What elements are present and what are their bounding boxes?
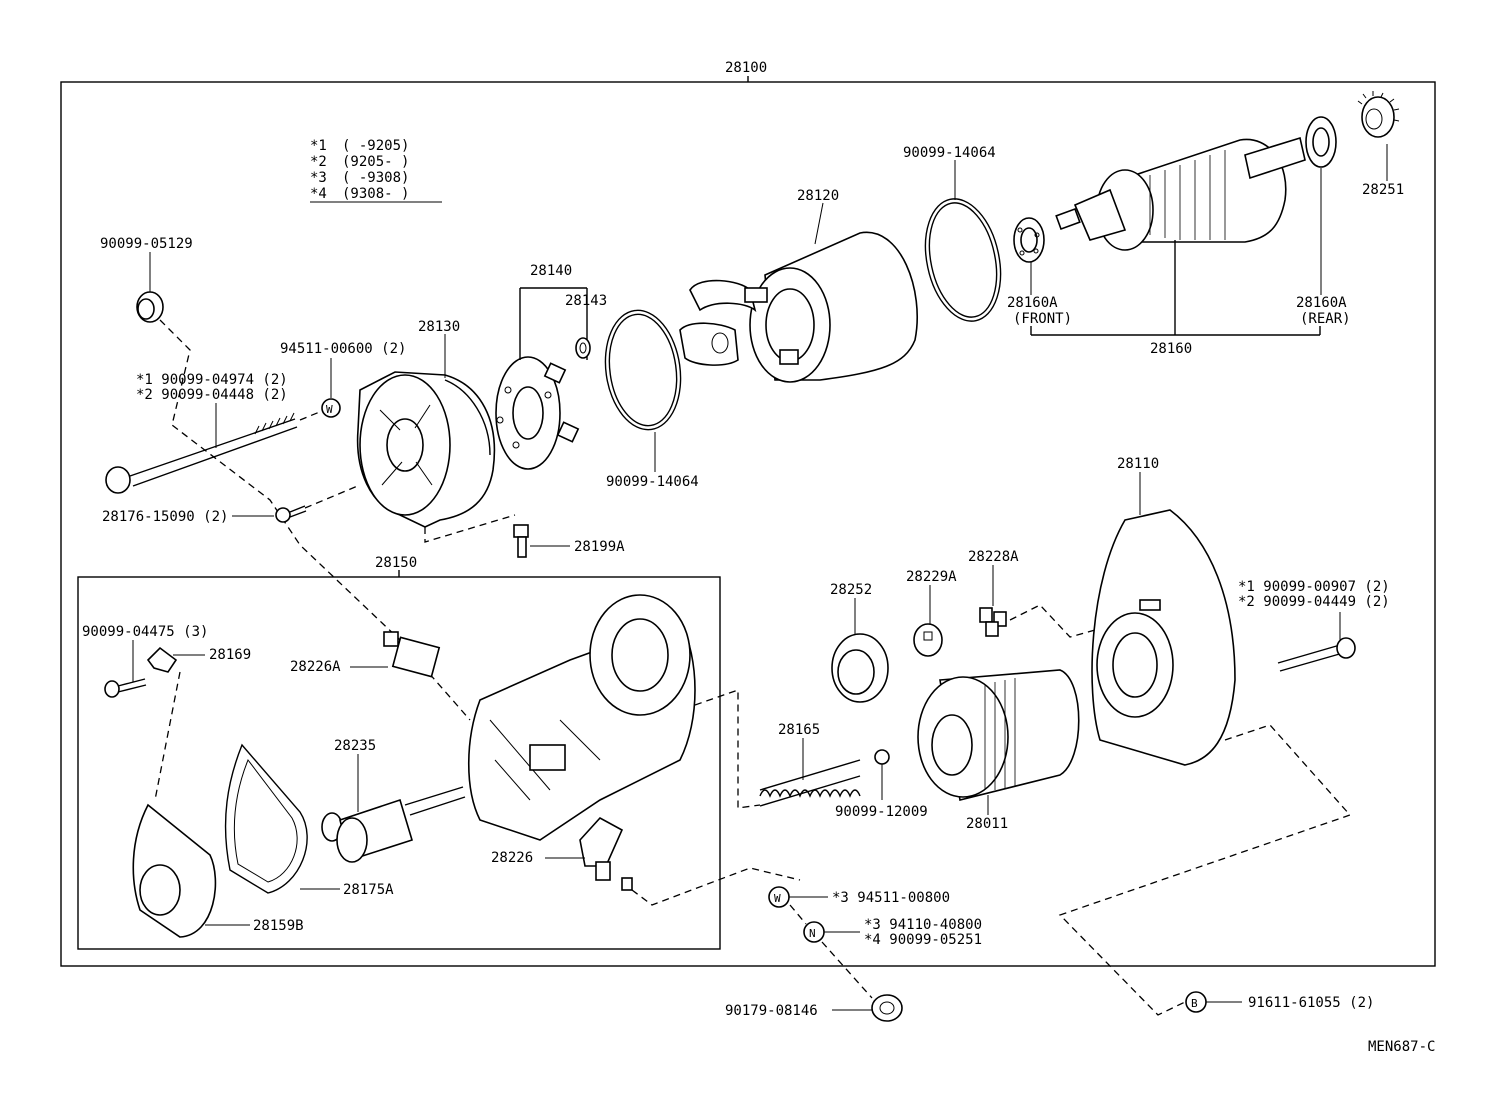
o-ring-90099-14064-right (924, 198, 1002, 322)
legend-range-1: ( -9205) (342, 138, 409, 154)
label-90099-14064-left: 90099-14064 (606, 474, 699, 490)
label-28143: 28143 (565, 293, 607, 309)
retainer-28229a (913, 623, 943, 657)
label-90099-04449: *2 90099-04449 (2) (1238, 594, 1390, 610)
nut-n-letter: N (809, 927, 816, 940)
label-90099-04448: *2 90099-04448 (2) (136, 387, 288, 403)
label-28160a-front: 28160A (1007, 295, 1058, 311)
label-28130: 28130 (418, 319, 460, 335)
rollers-28228a (979, 607, 1007, 637)
label-90099-14064-right: 90099-14064 (903, 145, 996, 161)
label-90099-04974: *1 90099-04974 (2) (136, 372, 288, 388)
armature-28160 (1055, 136, 1306, 251)
legend-mark-3: *3 (310, 170, 327, 186)
bolt-90099-00907 (1277, 637, 1356, 672)
label-90099-04475: 90099-04475 (3) (82, 624, 208, 640)
label-90099-05129: 90099-05129 (100, 236, 193, 252)
brush-holder-28140 (495, 356, 580, 470)
part-labels: 28100 90099-05129 28130 94511-00600 (2) … (82, 60, 1435, 1055)
label-28160a-rear: 28160A (1296, 295, 1347, 311)
screw-28176 (275, 505, 307, 523)
label-front: (FRONT) (1013, 311, 1072, 327)
lead-28199a (513, 524, 529, 558)
label-28160: 28160 (1150, 341, 1192, 357)
field-yoke-28120 (679, 231, 919, 383)
spring-28143 (575, 337, 591, 359)
label-28175a: 28175A (343, 882, 394, 898)
bolt-90099-04475 (104, 678, 147, 698)
label-90099-05251: *4 90099-05251 (864, 932, 982, 948)
label-90179-08146: 90179-08146 (725, 1003, 818, 1019)
label-rear: (REAR) (1300, 311, 1351, 327)
legend-range-4: (9308- ) (342, 186, 409, 202)
label-94511-00600: 94511-00600 (2) (280, 341, 406, 357)
end-frame-28130 (356, 371, 496, 528)
cover-28159b (132, 803, 217, 938)
label-28199a: 28199A (574, 539, 625, 555)
label-28169: 28169 (209, 647, 251, 663)
bearing-rear-28160a (1305, 116, 1337, 168)
label-28226: 28226 (491, 850, 533, 866)
magnetic-switch-housing-28150 (467, 594, 696, 841)
label-94511-00800: *3 94511-00800 (832, 890, 950, 906)
label-28176-15090: 28176-15090 (2) (102, 509, 228, 525)
label-28150: 28150 (375, 555, 417, 571)
label-94110-40800: *3 94110-40800 (864, 917, 982, 933)
through-bolt (105, 412, 298, 494)
legend-range-3: ( -9308) (342, 170, 409, 186)
label-28140: 28140 (530, 263, 572, 279)
label-28251: 28251 (1362, 182, 1404, 198)
ball-90099-12009 (874, 749, 890, 765)
legend-mark-4: *4 (310, 186, 327, 202)
spring-28165 (759, 759, 861, 807)
legend-block: *1 ( -9205) *2 (9205- ) *3 ( -9308) *4 (… (310, 138, 442, 203)
terminal-28226 (579, 816, 633, 891)
label-28011: 28011 (966, 816, 1008, 832)
label-28228a: 28228A (968, 549, 1019, 565)
label-91611-61055: 91611-61055 (2) (1248, 995, 1374, 1011)
label-90099-00907: *1 90099-00907 (2) (1238, 579, 1390, 595)
washer-w-letter-bottom: W (774, 892, 781, 905)
washer-w-letter: W (326, 403, 333, 416)
label-28229a: 28229A (906, 569, 957, 585)
legend-range-2: (9205- ) (342, 154, 409, 170)
nut-90179-08146 (871, 994, 903, 1022)
gear-28251 (1357, 91, 1400, 138)
o-ring-90099-14064-left (604, 309, 682, 431)
starter-clutch-28011 (917, 669, 1080, 801)
drive-housing-28110 (1091, 509, 1236, 766)
leader-lines (132, 144, 1388, 1011)
legend-mark-1: *1 (310, 138, 327, 154)
bearing-front-28160a (1013, 217, 1045, 263)
label-90099-12009: 90099-12009 (835, 804, 928, 820)
label-28252: 28252 (830, 582, 872, 598)
cap-nut-90099-05129 (136, 291, 164, 323)
plunger-28235 (321, 786, 466, 863)
washer-w-icon (321, 398, 341, 418)
gasket-28175a (224, 743, 308, 894)
terminal-28226a (383, 631, 441, 678)
legend-mark-2: *2 (310, 154, 327, 170)
label-28235: 28235 (334, 738, 376, 754)
bracket-28169 (146, 646, 178, 673)
bolt-b-letter: B (1191, 997, 1198, 1010)
label-28165: 28165 (778, 722, 820, 738)
label-28120: 28120 (797, 188, 839, 204)
label-28110: 28110 (1117, 456, 1159, 472)
label-28159b: 28159B (253, 918, 304, 934)
diagram-code: MEN687-C (1368, 1039, 1435, 1055)
label-28100: 28100 (725, 60, 767, 76)
idler-gear-28252 (831, 633, 889, 703)
label-28226a: 28226A (290, 659, 341, 675)
